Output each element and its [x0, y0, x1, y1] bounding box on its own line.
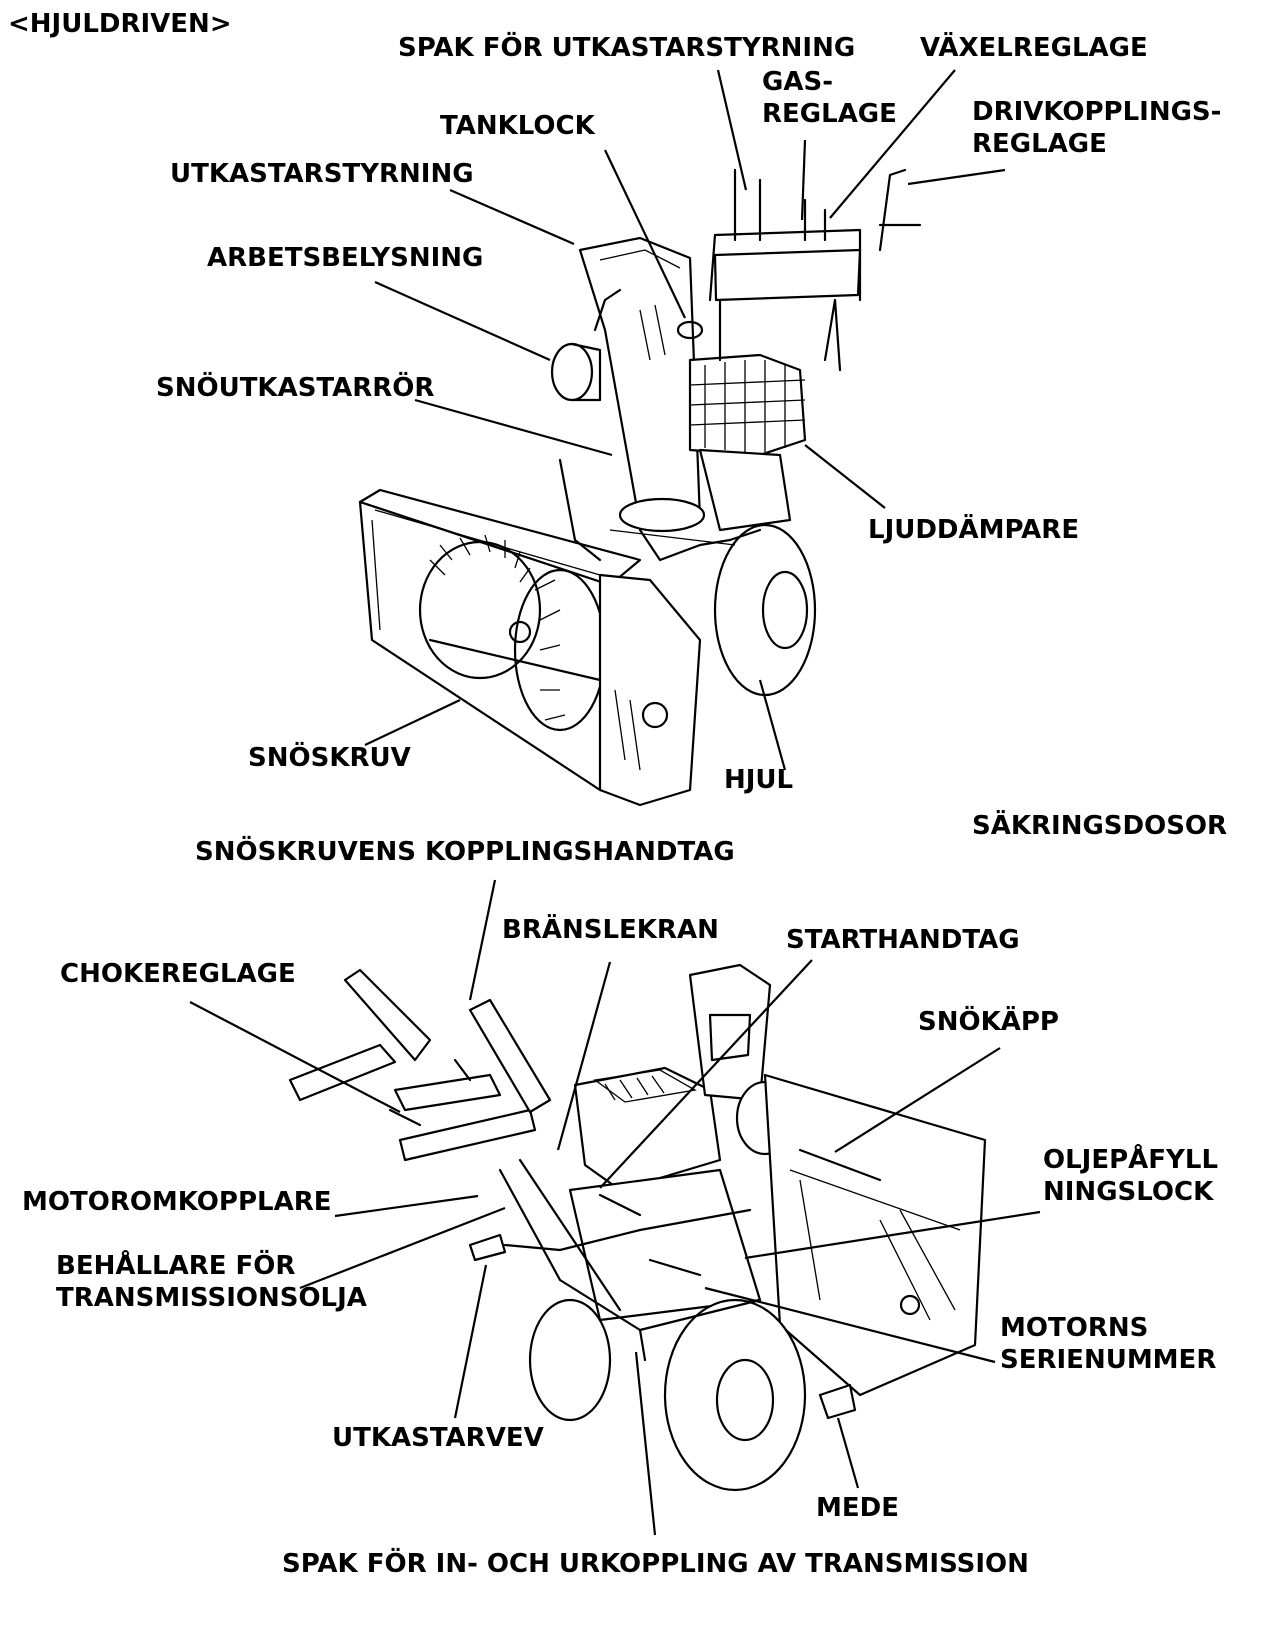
label-snoskruvens-kopplingshandtag: SNÖSKRUVENS KOPPLINGSHANDTAG: [195, 837, 735, 867]
leader-motorns-serienummer: [704, 1286, 996, 1364]
label-motoromkopplare: MOTOROMKOPPLARE: [22, 1187, 332, 1217]
label-utkastarvev: UTKASTARVEV: [332, 1423, 544, 1453]
label-utkastarstyrning: UTKASTARSTYRNING: [170, 159, 474, 189]
leader-chokereglage: [189, 1001, 401, 1113]
leader-mede: [836, 1417, 860, 1489]
label-chokereglage: CHOKEREGLAGE: [60, 959, 296, 989]
label-spak-transmission: SPAK FÖR IN- OCH URKOPPLING AV TRANSMISS…: [282, 1549, 1029, 1579]
label-oljepafyllningslock: OLJEPÅFYLL NINGSLOCK: [1043, 1145, 1219, 1207]
leader-vaxelreglage: [829, 69, 956, 219]
bottom-snowblower-drawing: [288, 963, 987, 1492]
leader-snoskruvens-kopplingshandtag: [468, 879, 497, 1001]
leader-snokapp: [834, 1047, 1001, 1153]
label-gasreglage: GAS- REGLAGE: [762, 67, 897, 129]
leader-hjul: [758, 679, 787, 771]
label-snokapp: SNÖKÄPP: [918, 1007, 1059, 1037]
leader-ljuddampare: [804, 444, 886, 509]
label-snoutkastarror: SNÖUTKASTARRÖR: [156, 373, 435, 403]
leader-utkastarstyrning: [449, 188, 575, 246]
top-leader-lines: [364, 69, 1006, 771]
header-hjuldriven: <HJULDRIVEN>: [8, 9, 232, 39]
leader-starthandtag: [599, 959, 813, 1189]
leader-spak-transmission: [634, 1351, 657, 1536]
top-snowblower-drawing: [358, 168, 922, 807]
leader-gasreglage: [800, 139, 807, 221]
leader-arbetsbelysning: [374, 280, 551, 362]
leader-snoutkastarror: [414, 398, 613, 457]
label-sakringsdosor: SÄKRINGSDOSOR: [972, 811, 1228, 841]
label-arbetsbelysning: ARBETSBELYSNING: [207, 243, 484, 273]
label-motorns-serienummer: MOTORNS SERIENUMMER: [1000, 1313, 1217, 1375]
label-tanklock: TANKLOCK: [440, 111, 595, 141]
label-drivkopplingsreglage: DRIVKOPPLINGS- REGLAGE: [972, 97, 1222, 159]
leader-oljepafyllningslock: [744, 1210, 1041, 1260]
bottom-leader-lines: [189, 879, 1041, 1536]
leader-utkastarvev: [453, 1264, 488, 1419]
leader-drivkopplingsreglage: [907, 168, 1006, 186]
label-behallare-transmissionsolja: BEHÅLLARE FÖR TRANSMISSIONSOLJA: [56, 1251, 367, 1313]
leader-motoromkopplare: [334, 1194, 479, 1218]
label-snoskruv: SNÖSKRUV: [248, 743, 411, 773]
label-mede: MEDE: [816, 1493, 899, 1523]
leader-behallare-transmissionsolja: [299, 1206, 506, 1290]
label-spak-utkastarstyrning: SPAK FÖR UTKASTARSTYRNING: [398, 33, 856, 63]
label-ljuddampare: LJUDDÄMPARE: [868, 515, 1080, 545]
leader-spak-utkastarstyrning: [716, 69, 748, 191]
label-vaxelreglage: VÄXELREGLAGE: [920, 33, 1148, 63]
label-branslekran: BRÄNSLEKRAN: [502, 915, 719, 945]
leader-tanklock: [604, 149, 686, 319]
label-hjul: HJUL: [724, 765, 794, 795]
label-starthandtag: STARTHANDTAG: [786, 925, 1020, 955]
leader-snoskruv: [364, 699, 461, 746]
leader-branslekran: [556, 961, 612, 1151]
